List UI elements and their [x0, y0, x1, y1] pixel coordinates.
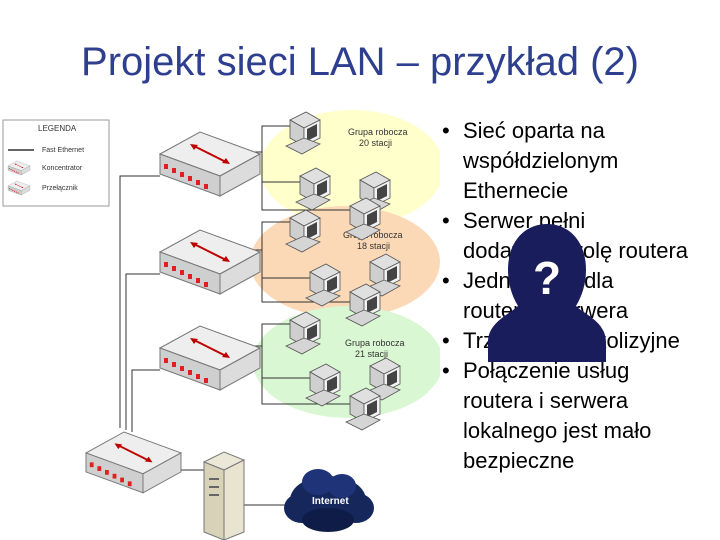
legend-item-koncentrator: Koncentrator — [42, 165, 83, 172]
workgroup-2-count: 18 stacji — [357, 241, 390, 251]
internet-cloud — [284, 469, 374, 532]
hub-3 — [159, 325, 261, 391]
bullet-dot-icon: • — [442, 268, 450, 293]
legend-item-przelacznik: Przełącznik — [42, 185, 78, 192]
bullet-dot-icon: • — [442, 208, 450, 233]
internet-label: Internet — [312, 496, 349, 507]
legend: LEGENDA Fast Ethernet Koncentrator Przeł… — [2, 119, 110, 207]
question-silhouette-overlay: ? — [488, 224, 606, 362]
bullet-dot-icon: • — [442, 328, 450, 353]
workgroup-2-bubble — [250, 206, 440, 318]
bullet-dot-icon: • — [442, 358, 450, 383]
workgroup-1-count: 20 stacji — [359, 138, 392, 148]
workgroup-1-name: Grupa robocza — [348, 127, 408, 137]
workgroup-3-bubble — [253, 306, 440, 418]
question-mark-icon: ? — [533, 252, 561, 304]
main-switch — [85, 431, 182, 494]
network-diagram: LEGENDA Fast Ethernet Koncentrator Przeł… — [2, 110, 440, 540]
hub-1 — [159, 131, 261, 197]
workgroup-3-name: Grupa robocza — [345, 338, 405, 348]
workgroup-2-name: Grupa robocza — [343, 230, 403, 240]
legend-heading: LEGENDA — [38, 124, 77, 133]
bullet-dot-icon: • — [442, 118, 450, 143]
legend-item-fast-ethernet: Fast Ethernet — [42, 147, 84, 154]
workgroup-3-count: 21 stacji — [355, 349, 388, 359]
server — [202, 451, 246, 540]
hub-2 — [159, 229, 261, 295]
slide-title: Projekt sieci LAN – przykład (2) — [81, 40, 639, 84]
